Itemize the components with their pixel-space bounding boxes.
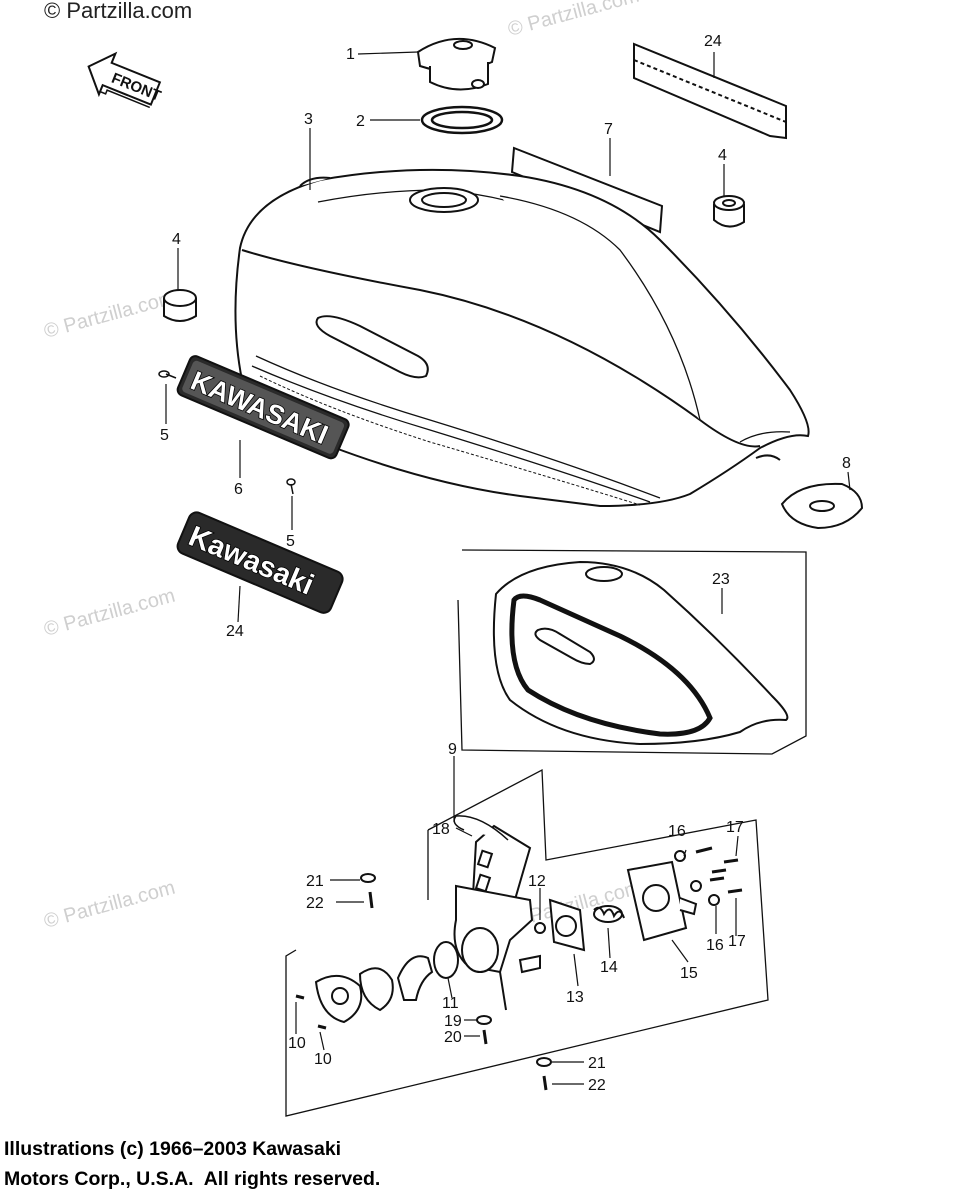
callout-16-top: 16: [668, 823, 686, 840]
callout-10-right: 10: [314, 1051, 332, 1068]
callout-11: 11: [442, 995, 459, 1012]
callout-6: 6: [234, 481, 243, 498]
callout-5-right: 5: [286, 533, 295, 550]
callout-20: 20: [444, 1029, 462, 1046]
callout-22-right: 22: [588, 1077, 606, 1094]
callouts: 1 2 3 24 4 4 7 8 5 6 5 24 23 9 18 21 22 …: [160, 33, 851, 1094]
watermark: © Partzilla.com: [42, 877, 178, 933]
callout-24-bottom: 24: [226, 623, 244, 640]
fuel-valve-box: [285, 768, 769, 1117]
callout-22-left: 22: [306, 895, 324, 912]
alternate-tank-box: [457, 549, 807, 755]
fuel-valve-assembly: [295, 815, 743, 1091]
watermark: © Partzilla.com: [42, 287, 178, 343]
callout-4-left: 4: [172, 231, 181, 248]
callout-8: 8: [842, 455, 851, 472]
callout-5-left: 5: [160, 427, 169, 444]
alternate-tank: [492, 560, 789, 746]
callout-19: 19: [444, 1013, 462, 1030]
watermark: © Partzilla.com: [42, 585, 178, 641]
callout-14: 14: [600, 959, 618, 976]
tank-pad: [780, 482, 864, 530]
watermark: © Partzilla.com: [506, 0, 642, 41]
rubber-strip: [633, 42, 787, 140]
copyright-line-1: Illustrations (c) 1966–2003 Kawasaki: [4, 1138, 342, 1160]
copyright-notice: Illustrations (c) 1966–2003 Kawasaki Mot…: [4, 1134, 704, 1194]
callout-2: 2: [356, 113, 365, 130]
callout-21-left: 21: [306, 873, 324, 890]
callout-7: 7: [604, 121, 613, 138]
fuel-cap: [416, 38, 497, 91]
callout-23: 23: [712, 571, 730, 588]
top-watermark: © Partzilla.com: [44, 0, 193, 23]
lower-emblem: Kawasaki: [176, 511, 344, 614]
damper-left: [163, 289, 197, 322]
callout-17-top: 17: [726, 819, 744, 836]
callout-24-top: 24: [704, 33, 722, 50]
fuel-tank: [234, 168, 810, 508]
copyright-line-2: Motors Corp., U.S.A. All rights reserved…: [4, 1168, 381, 1190]
callout-3: 3: [304, 111, 313, 128]
screw-icon: [158, 370, 296, 495]
callout-16-bottom: 16: [706, 937, 724, 954]
callout-18: 18: [432, 821, 450, 838]
callout-21-right: 21: [588, 1055, 606, 1072]
cap-gasket: [420, 105, 504, 135]
callout-13: 13: [566, 989, 584, 1006]
leader-lines: [165, 51, 851, 1085]
damper-right: [713, 195, 745, 228]
callout-12: 12: [528, 873, 546, 890]
front-arrow-icon: FRONT: [87, 51, 163, 109]
callout-9: 9: [448, 741, 457, 758]
callout-10-left: 10: [288, 1035, 306, 1052]
callout-1: 1: [346, 46, 355, 63]
callout-17-bottom: 17: [728, 933, 746, 950]
callout-4-right: 4: [718, 147, 727, 164]
callout-15: 15: [680, 965, 698, 982]
